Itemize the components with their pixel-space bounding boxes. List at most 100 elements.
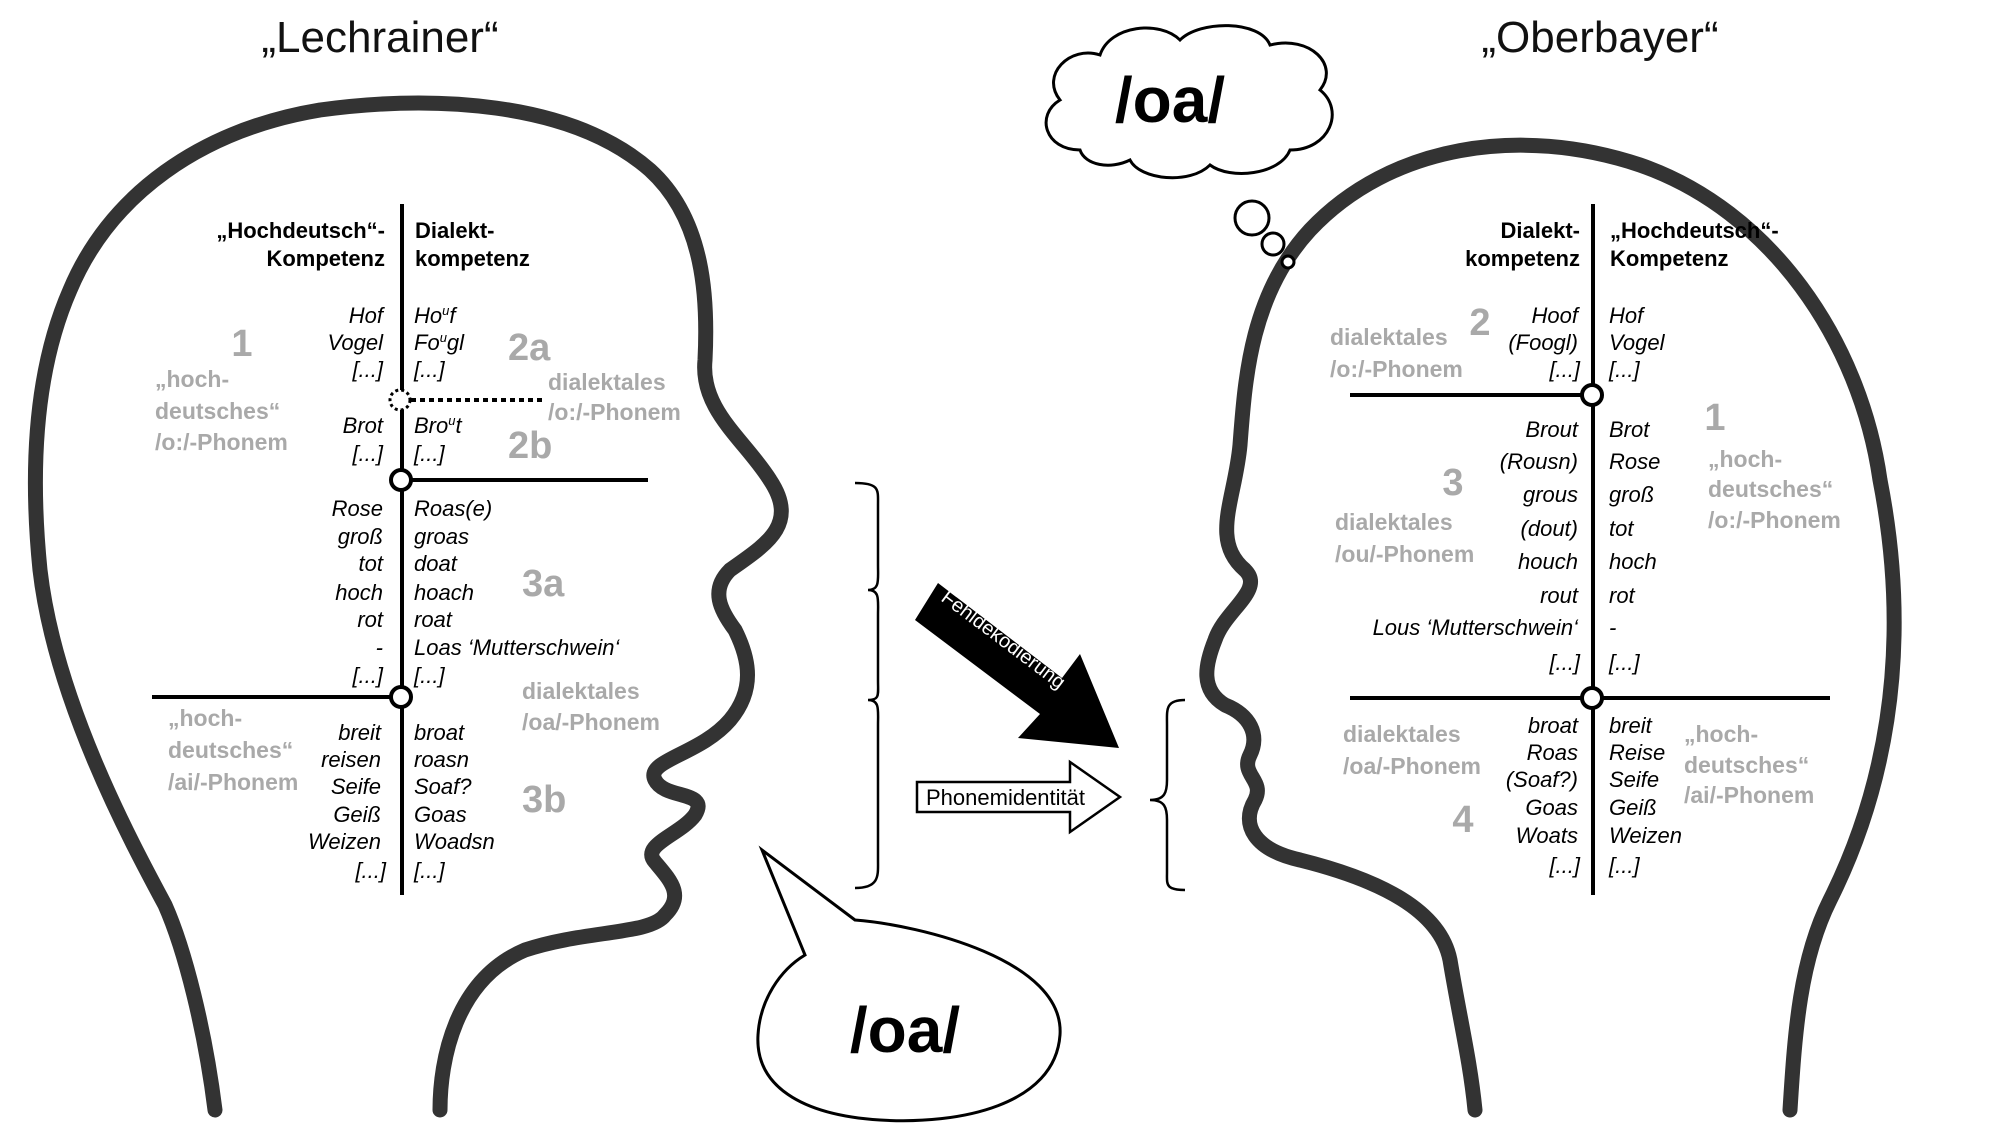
right-chart: Dialekt- kompetenz „Hochdeutsch“- Kompet… xyxy=(1330,204,1841,895)
right-dial-word: rout xyxy=(1540,583,1579,608)
right-hd-word: tot xyxy=(1609,516,1634,541)
right-node-upper xyxy=(1580,383,1604,407)
left-head-outline xyxy=(27,95,789,1118)
left-number-2a: 2a xyxy=(508,327,551,369)
right-hd-word: Seife xyxy=(1609,767,1659,792)
right-dial-word: (Foogl) xyxy=(1508,330,1578,355)
right-dial-word: broat xyxy=(1528,713,1579,738)
thought-bubble: /oa/ xyxy=(1044,24,1334,270)
right-label-dial-ou-1: dialektales xyxy=(1335,509,1453,535)
right-dial-word: Roas xyxy=(1527,740,1578,765)
left-title: „Lechrainer“ xyxy=(261,13,498,62)
thought-dot-medium xyxy=(1260,231,1286,257)
left-hd-word: hoch xyxy=(335,580,383,605)
left-label-hd-ai-2: deutsches“ xyxy=(168,737,293,763)
left-hd-word: Geiß xyxy=(333,802,381,827)
right-label-hd-o-1: „hoch- xyxy=(1708,446,1782,472)
left-dial-word: roat xyxy=(414,607,453,632)
left-label-hd-ai-1: „hoch- xyxy=(168,705,242,731)
right-brace xyxy=(1149,698,1186,892)
right-dial-word: (Soaf?) xyxy=(1506,767,1578,792)
left-hd-word: [...] xyxy=(354,858,386,883)
left-hd-word: Brot xyxy=(343,413,384,438)
left-dial-word: roasn xyxy=(414,747,469,772)
left-hd-word: Weizen xyxy=(308,829,381,854)
left-hd-word: breit xyxy=(338,720,382,745)
left-hd-word: rot xyxy=(357,607,384,632)
right-number-4: 4 xyxy=(1452,799,1473,841)
right-hd-word: Rose xyxy=(1609,449,1660,474)
left-dial-word: [...] xyxy=(413,357,445,382)
right-hd-word: Weizen xyxy=(1609,823,1682,848)
left-dial-header-2: kompetenz xyxy=(415,246,530,271)
left-hd-word: [...] xyxy=(351,663,383,688)
left-dial-word: Brout xyxy=(414,413,462,438)
right-hd-word: Reise xyxy=(1609,740,1665,765)
left-hd-word: tot xyxy=(359,551,384,576)
left-label-hd-o-3: /o:/-Phonem xyxy=(155,429,288,455)
right-hd-header-1: „Hochdeutsch“- xyxy=(1610,218,1779,243)
left-dial-header-1: Dialekt- xyxy=(415,218,494,243)
left-node-lower xyxy=(389,685,413,709)
left-label-hd-o-2: deutsches“ xyxy=(155,398,280,424)
right-dial-word: Lous ‘Mutterschwein‘ xyxy=(1373,615,1580,640)
right-label-dial-o-2: /o:/-Phonem xyxy=(1330,356,1463,382)
right-number-3: 3 xyxy=(1442,462,1463,504)
left-hd-word: reisen xyxy=(321,747,381,772)
right-hd-word: - xyxy=(1609,615,1616,640)
right-dial-word: grous xyxy=(1523,482,1578,507)
right-hd-word: Vogel xyxy=(1609,330,1666,355)
speech-bubble: /oa/ xyxy=(756,845,1062,1123)
right-number-1: 1 xyxy=(1704,397,1725,439)
left-chart: „Hochdeutsch“- Kompetenz Dialekt- kompet… xyxy=(152,204,681,895)
right-head-outline xyxy=(1199,137,1902,1118)
left-number-2b: 2b xyxy=(508,425,552,467)
right-dial-word: [...] xyxy=(1548,650,1580,675)
left-dial-word: groas xyxy=(414,524,469,549)
right-hd-word: breit xyxy=(1609,713,1653,738)
left-label-dial-oa-2: /oa/-Phonem xyxy=(522,709,660,735)
left-hd-word: Seife xyxy=(331,774,381,799)
right-title: „Oberbayer“ xyxy=(1481,13,1718,62)
right-hd-word: Geiß xyxy=(1609,795,1657,820)
right-hd-words: Hof Vogel [...] Brot Rose groß tot hoch … xyxy=(1608,303,1682,878)
fehldekodierung-arrow: Fehldekodierung xyxy=(915,583,1119,748)
right-label-dial-oa-1: dialektales xyxy=(1343,721,1461,747)
right-dial-header-1: Dialekt- xyxy=(1501,218,1580,243)
right-hd-word: Hof xyxy=(1609,303,1646,328)
left-dial-word: hoach xyxy=(414,580,474,605)
left-label-hd-ai-3: /ai/-Phonem xyxy=(168,769,298,795)
right-hd-word: hoch xyxy=(1609,549,1657,574)
left-dial-word: broat xyxy=(414,720,465,745)
left-dial-word: Roas(e) xyxy=(414,496,492,521)
left-dial-word: [...] xyxy=(413,441,445,466)
right-dial-word: Hoof xyxy=(1532,303,1581,328)
right-dial-words: Hoof (Foogl) [...] Brout (Rousn) grous (… xyxy=(1373,303,1581,878)
right-hd-word: groß xyxy=(1609,482,1654,507)
left-label-dial-oa-1: dialektales xyxy=(522,678,640,704)
left-hd-word: [...] xyxy=(351,357,383,382)
left-hd-word: - xyxy=(376,635,383,660)
left-dial-word: doat xyxy=(414,551,458,576)
left-hd-word: groß xyxy=(338,524,383,549)
right-dial-word: (Rousn) xyxy=(1500,449,1578,474)
speech-text: /oa/ xyxy=(850,994,960,1066)
phonemidentitaet-label: Phonemidentität xyxy=(926,785,1085,810)
left-dial-word: Houf xyxy=(414,303,458,328)
right-hd-header-2: Kompetenz xyxy=(1610,246,1729,271)
right-dial-word: [...] xyxy=(1548,357,1580,382)
right-hd-word: [...] xyxy=(1608,853,1640,878)
left-hd-word: [...] xyxy=(351,441,383,466)
left-label-dial-o-1: dialektales xyxy=(548,369,666,395)
left-hd-header-2: Kompetenz xyxy=(266,246,385,271)
left-number-3a: 3a xyxy=(522,563,565,605)
right-dial-word: (dout) xyxy=(1521,516,1578,541)
thought-text: /oa/ xyxy=(1115,64,1225,136)
left-hd-word: Vogel xyxy=(328,330,385,355)
left-hd-words: Hof Vogel [...] Brot [...] Rose groß tot… xyxy=(308,303,387,883)
left-hd-header-1: „Hochdeutsch“- xyxy=(216,218,385,243)
right-node-lower xyxy=(1580,686,1604,710)
left-node-upper xyxy=(389,468,413,492)
right-hd-word: rot xyxy=(1609,583,1636,608)
